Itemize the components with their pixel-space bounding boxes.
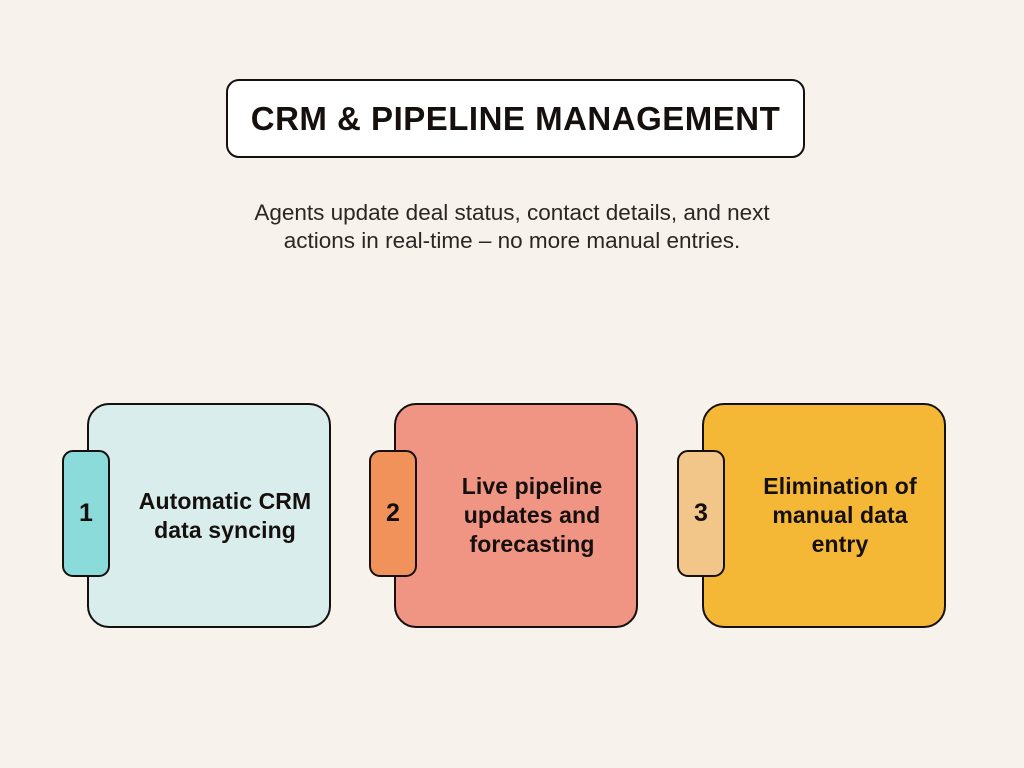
card-number-badge: 3 [677,450,725,577]
card-body: Automatic CRM data syncing [87,403,331,628]
card-item: Live pipeline updates and forecasting 2 [369,403,638,628]
card-label: Automatic CRM data syncing [138,487,312,543]
card-label: Live pipeline updates and forecasting [461,473,603,557]
card-item: Elimination of manual data entry 3 [677,403,946,628]
card-number: 1 [79,499,93,527]
subtitle-line-2: actions in real-time – no more manual en… [283,228,741,253]
card-body: Elimination of manual data entry [702,403,946,628]
card-number-badge: 1 [62,450,110,577]
title-box: CRM & PIPELINE MANAGEMENT [226,79,805,158]
card-label: Elimination of manual data entry [763,473,917,557]
card-number-badge: 2 [369,450,417,577]
page-title: CRM & PIPELINE MANAGEMENT [250,99,781,137]
subtitle-line-1: Agents update deal status, contact detai… [254,200,770,225]
card-number: 2 [386,499,400,527]
card-item: Automatic CRM data syncing 1 [62,403,331,628]
card-body: Live pipeline updates and forecasting [394,403,638,628]
card-number: 3 [694,499,708,527]
subtitle: Agents update deal status, contact detai… [0,199,1024,255]
